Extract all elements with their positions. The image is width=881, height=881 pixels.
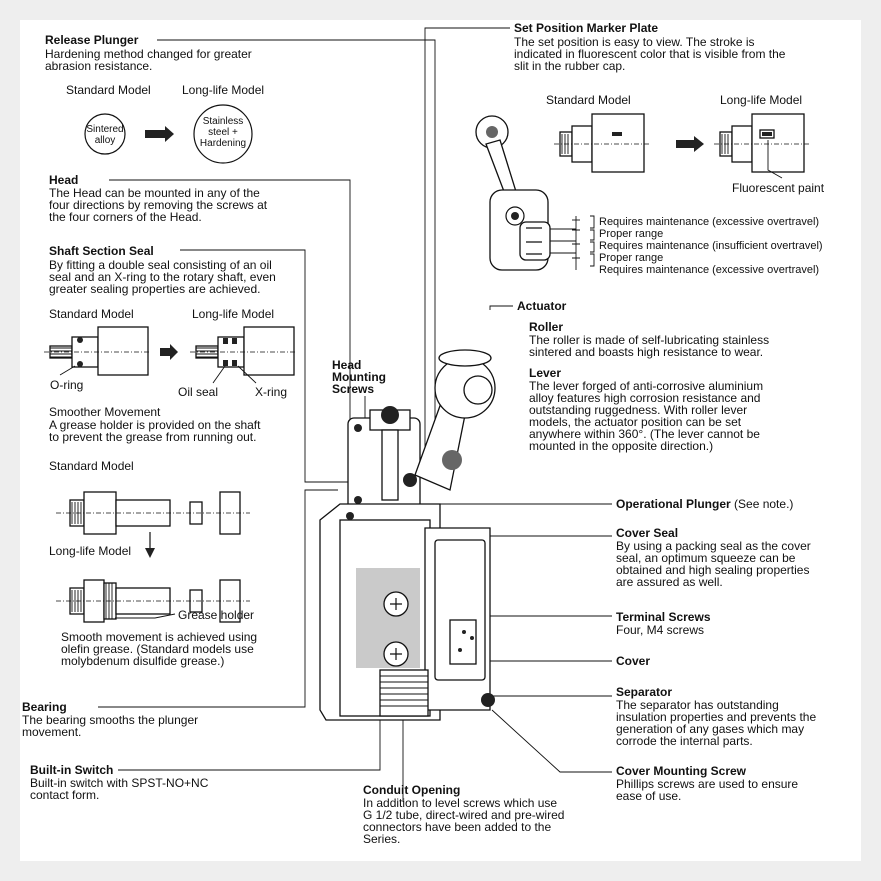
conduit-title: Conduit Opening	[363, 783, 461, 797]
smoother-standard-label: Standard Model	[49, 459, 134, 473]
cover-seal-line: seal, an optimum squeeze can be	[616, 551, 796, 565]
limit-switch-body	[319, 349, 496, 721]
grease-holder-label: Grease holder	[178, 608, 255, 622]
head-title: Head	[49, 173, 79, 187]
set-position-longlife-label: Long-life Model	[720, 93, 803, 107]
release-plunger-figure	[84, 104, 253, 164]
smoother-title: Smoother Movement	[49, 405, 161, 419]
head-mounting-line: Mounting	[332, 370, 386, 384]
material-line: Stainless	[202, 116, 244, 127]
material-line: Sintered	[86, 124, 124, 135]
lever-line: mounted in the opposite direction.)	[529, 439, 714, 453]
material-line: Hardening	[199, 138, 247, 149]
set-position-line: indicated in fluorescent color that is v…	[514, 47, 786, 61]
smoother-line: to prevent the grease from running out.	[49, 430, 257, 444]
material-line: steel +	[208, 127, 238, 138]
shaft-seal-figure	[44, 326, 296, 384]
smoother-bottom-line: Smooth movement is achieved using	[61, 630, 258, 644]
shaft-seal-longlife-label: Long-life Model	[192, 307, 275, 321]
lever-line: models, the actuator position can be set	[529, 415, 742, 429]
oring-label: O-ring	[50, 378, 84, 392]
cover-screw-line: Phillips screws are used to ensure	[616, 777, 799, 791]
lever-line: The lever forged of anti-corrosive alumi…	[529, 379, 764, 393]
bearing-title: Bearing	[22, 700, 67, 714]
material-line: alloy	[94, 135, 116, 146]
cover-screw-line: ease of use.	[616, 789, 682, 803]
release-plunger-standard-label: Standard Model	[66, 83, 151, 97]
separator-title: Separator	[616, 685, 673, 699]
lever-line: outstanding ruggedness. With roller leve…	[529, 403, 748, 417]
range-label: Requires maintenance (excessive overtrav…	[599, 264, 820, 276]
head-line: The Head can be mounted in any of the	[49, 186, 260, 200]
conduit-line: connectors have been added to the	[363, 820, 552, 834]
cover-seal-title: Cover Seal	[616, 526, 679, 540]
release-plunger-line: abrasion resistance.	[45, 59, 153, 73]
bearing-line: movement.	[22, 725, 82, 739]
diagram-drawing	[44, 27, 810, 802]
set-position-figure	[475, 113, 810, 271]
release-plunger-line: Hardening method changed for greater	[45, 47, 252, 61]
operational-plunger-title: Operational Plunger	[616, 497, 731, 511]
range-label: Requires maintenance (insufficient overt…	[599, 240, 823, 252]
shaft-seal-line: By fitting a double seal consisting of a…	[49, 258, 272, 272]
shaft-seal-standard-label: Standard Model	[49, 307, 134, 321]
builtin-switch-line: Built-in switch with SPST-NO+NC	[30, 776, 209, 790]
actuator-title: Actuator	[517, 299, 567, 313]
release-plunger-title: Release Plunger	[45, 33, 139, 47]
separator-line: insulation properties and prevents the	[616, 710, 817, 724]
shaft-seal-line: seal and an X-ring to the rotary shaft, …	[49, 270, 276, 284]
operational-plunger-label: Operational Plunger (See note.)	[616, 498, 793, 510]
head-mounting-line: Head	[332, 358, 362, 372]
operational-plunger-note: (See note.)	[734, 497, 794, 511]
shaft-seal-title: Shaft Section Seal	[49, 244, 154, 258]
set-position-line: The set position is easy to view. The st…	[514, 35, 755, 49]
roller-line: sintered and boasts high resistance to w…	[529, 345, 764, 359]
smoother-bottom-line: molybdenum disulfide grease.)	[61, 654, 225, 668]
conduit-line: In addition to level screws which use	[363, 796, 558, 810]
range-label: Requires maintenance (excessive overtrav…	[599, 216, 820, 228]
builtin-switch-line: contact form.	[30, 788, 100, 802]
cover-title: Cover	[616, 654, 651, 668]
set-position-line: slit in the rubber cap.	[514, 59, 626, 73]
set-position-title: Set Position Marker Plate	[514, 21, 659, 35]
roller-title: Roller	[529, 320, 564, 334]
set-position-standard-label: Standard Model	[546, 93, 631, 107]
range-label: Proper range	[599, 252, 664, 264]
sintered-alloy-label: Sintered alloy	[75, 124, 135, 146]
terminal-screws-line: Four, M4 screws	[616, 623, 705, 637]
cover-screw-title: Cover Mounting Screw	[616, 764, 747, 778]
shaft-seal-line: greater sealing properties are achieved.	[49, 282, 261, 296]
lever-line: alloy features high corrosion resistance…	[529, 391, 761, 405]
lever-line: anywhere within 360°. (The lever cannot …	[529, 427, 760, 441]
head-mounting-line: Screws	[332, 382, 375, 396]
smoother-line: A grease holder is provided on the shaft	[49, 418, 261, 432]
roller-line: The roller is made of self-lubricating s…	[529, 333, 770, 347]
terminal-screws-title: Terminal Screws	[616, 610, 711, 624]
x-ring-label: X-ring	[255, 385, 288, 399]
cover-seal-line: are assured as well.	[616, 575, 723, 589]
range-label: Proper range	[599, 228, 664, 240]
head-line: four directions by removing the screws a…	[49, 198, 268, 212]
smoother-figure	[56, 491, 250, 623]
stainless-hardening-label: Stainless steel + Hardening	[193, 116, 253, 149]
conduit-line: Series.	[363, 832, 401, 846]
separator-line: generation of any gases which may	[616, 722, 805, 736]
builtin-switch-title: Built-in Switch	[30, 763, 114, 777]
cover-seal-line: By using a packing seal as the cover	[616, 539, 811, 553]
fluorescent-paint-label: Fluorescent paint	[732, 181, 825, 195]
lever-title: Lever	[529, 366, 562, 380]
oil-seal-label: Oil seal	[178, 385, 219, 399]
bearing-line: The bearing smooths the plunger	[22, 713, 199, 727]
separator-line: The separator has outstanding	[616, 698, 779, 712]
conduit-line: G 1/2 tube, direct-wired and pre-wired	[363, 808, 565, 822]
smoother-longlife-label: Long-life Model	[49, 544, 132, 558]
separator-line: corrode the internal parts.	[616, 734, 753, 748]
cover-seal-line: obtained and high sealing properties	[616, 563, 810, 577]
smoother-bottom-line: olefin grease. (Standard models use	[61, 642, 254, 656]
diagram-sheet: Release Plunger Hardening method changed…	[20, 20, 861, 861]
head-line: the four corners of the Head.	[49, 210, 202, 224]
release-plunger-longlife-label: Long-life Model	[182, 83, 265, 97]
